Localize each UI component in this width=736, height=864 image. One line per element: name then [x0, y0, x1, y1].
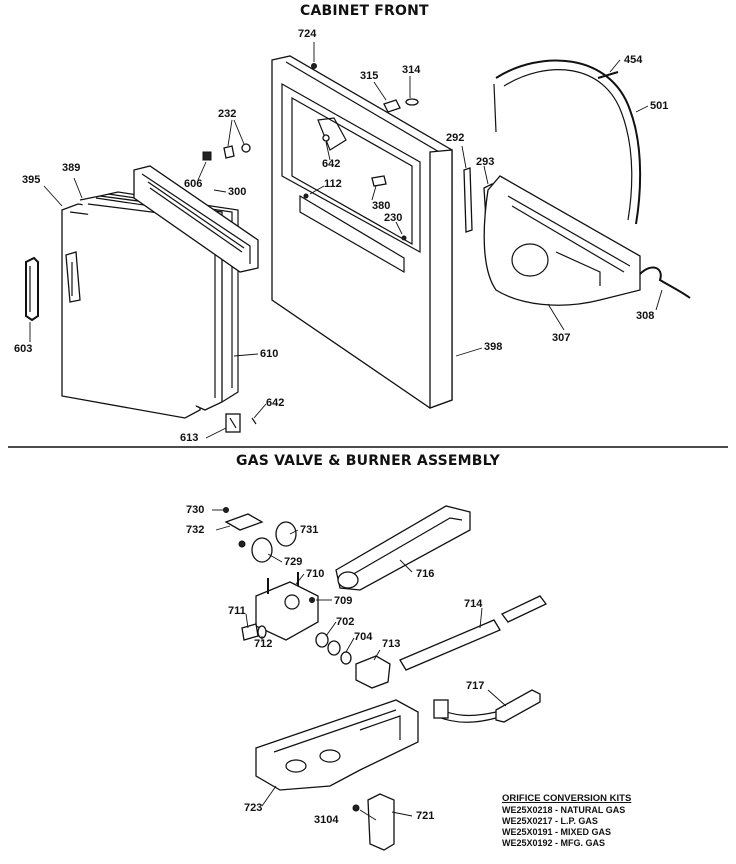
- valve-body: [255, 572, 319, 641]
- callout-3104: 3104: [314, 814, 339, 826]
- coil-729: [251, 537, 273, 563]
- callout-395: 395: [22, 174, 41, 186]
- callout-112: 112: [324, 178, 342, 190]
- callout-613: 613: [180, 432, 199, 444]
- orifice-kits-title: ORIFICE CONVERSION KITS: [502, 793, 632, 804]
- callout-642-hinge: 642: [266, 397, 285, 409]
- bulkhead-307: [483, 175, 641, 306]
- lint-duct: [133, 165, 259, 273]
- elbow-713: [355, 655, 391, 689]
- bracket-292: [463, 167, 473, 233]
- callout-314: 314: [402, 64, 421, 76]
- callout-308: 308: [636, 310, 655, 322]
- callout-230: 230: [384, 212, 403, 224]
- part-606: [202, 151, 212, 161]
- ring-501: [495, 59, 642, 225]
- callout-315: 315: [360, 70, 379, 82]
- callout-642-panel: 642: [322, 158, 341, 170]
- front-panel: [271, 55, 453, 409]
- orifice-kit-item: WE25X0217 - L.P. GAS: [502, 816, 598, 826]
- screw-112: [303, 193, 309, 199]
- callout-232: 232: [218, 108, 237, 120]
- fitting-702a: [315, 632, 329, 648]
- part-642a: [322, 134, 330, 142]
- part-232a: [223, 145, 235, 159]
- pipe-714: [399, 619, 501, 671]
- orifice-kits-legend: ORIFICE CONVERSION KITS WE25X0218 - NATU…: [502, 793, 682, 849]
- callout-292: 292: [446, 132, 465, 144]
- section-title-cabinet-front: CABINET FRONT: [300, 3, 429, 19]
- callout-724: 724: [298, 28, 317, 40]
- callout-704: 704: [354, 631, 373, 643]
- callout-610: 610: [260, 348, 279, 360]
- fitting-704: [340, 651, 352, 665]
- orifice-kit-item: WE25X0191 - MIXED GAS: [502, 827, 612, 837]
- section-title-gas-valve: GAS VALVE & BURNER ASSEMBLY: [236, 453, 500, 469]
- part-315: [383, 99, 401, 113]
- screw-230: [401, 235, 407, 241]
- callout-300: 300: [228, 186, 247, 198]
- callout-501: 501: [650, 100, 669, 112]
- fitting-711: [241, 623, 259, 641]
- screw-3104: [352, 804, 360, 812]
- callout-603: 603: [14, 343, 33, 355]
- part-380: [371, 175, 387, 187]
- callout-731: 731: [300, 524, 319, 536]
- screw-724: [311, 63, 317, 69]
- door-handle: [25, 256, 39, 322]
- bracket-721: [367, 793, 395, 851]
- callout-712: 712: [254, 638, 273, 650]
- callout-389: 389: [62, 162, 81, 174]
- callout-307: 307: [552, 332, 571, 344]
- part-314: [405, 98, 419, 106]
- burner-716: [335, 505, 471, 591]
- callout-730: 730: [186, 504, 205, 516]
- callout-709: 709: [334, 595, 353, 607]
- cabinet-leaders: [29, 42, 663, 439]
- callout-398: 398: [484, 341, 503, 353]
- callout-380: 380: [372, 200, 391, 212]
- callout-293: 293: [476, 156, 495, 168]
- bracket-723: [255, 699, 419, 791]
- coil-731: [275, 521, 297, 547]
- callout-454: 454: [624, 54, 643, 66]
- orifice-kit-item: WE25X0192 - MFG. GAS: [502, 838, 606, 848]
- door-gasket: [99, 191, 239, 403]
- gas-leaders: [212, 509, 507, 821]
- orifice-kit-item: WE25X0218 - NATURAL GAS: [502, 805, 626, 815]
- strap-308: [639, 266, 691, 299]
- bracket-732: [224, 513, 264, 531]
- callout-702: 702: [336, 616, 355, 628]
- callout-716: 716: [416, 568, 435, 580]
- callout-711: 711: [228, 605, 246, 617]
- fitting-702b: [327, 640, 341, 656]
- igniter-717: [433, 689, 541, 723]
- callout-732: 732: [186, 524, 205, 536]
- part-232b: [241, 143, 251, 153]
- callout-713: 713: [382, 638, 401, 650]
- tab-454: [597, 71, 619, 79]
- callout-729: 729: [284, 556, 303, 568]
- screw-730: [223, 507, 229, 513]
- callout-717: 717: [466, 680, 485, 692]
- callout-721: 721: [416, 810, 435, 822]
- callout-723: 723: [244, 802, 263, 814]
- callout-714: 714: [464, 598, 483, 610]
- callout-710: 710: [306, 568, 325, 580]
- callout-606: 606: [184, 178, 203, 190]
